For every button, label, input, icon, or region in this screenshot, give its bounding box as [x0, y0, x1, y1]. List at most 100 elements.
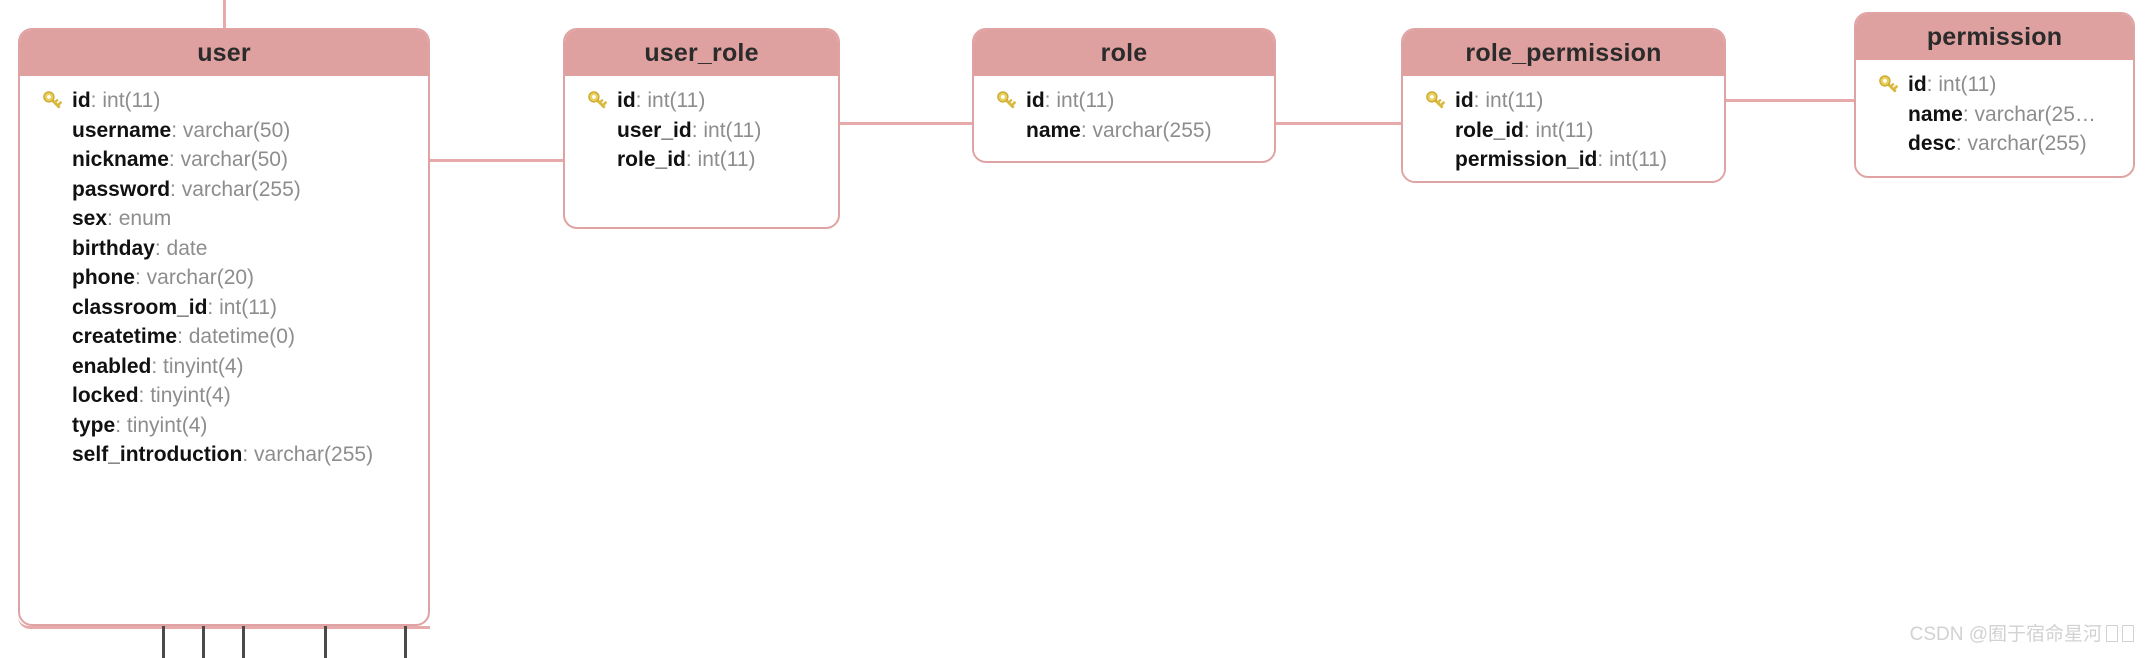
key-icon — [994, 88, 1020, 114]
field-type: int(11) — [703, 118, 762, 142]
field-name: user_id — [617, 118, 692, 142]
key-icon — [40, 88, 66, 114]
table-fields-permission: id: int(11) name: varchar(25… desc: varc… — [1856, 60, 2133, 171]
field-row[interactable]: birthday: date — [72, 236, 208, 260]
entity-table-user[interactable]: user id: int(11) — [18, 28, 430, 626]
field-row[interactable]: id: int(11) — [1856, 70, 2133, 100]
field-type: varchar(20) — [146, 266, 255, 289]
csdn-watermark: CSDN @囿于宿命星河 — [1910, 619, 2134, 646]
field-name: role_id — [617, 148, 686, 171]
field-name: createtime — [72, 325, 178, 348]
field-name: id — [1455, 89, 1474, 112]
missing-glyph-box-icon — [2106, 625, 2118, 642]
field-row[interactable]: type: tinyint(4) — [72, 413, 208, 437]
table-title-role-permission: role_permission — [1403, 30, 1724, 76]
field-row[interactable]: sex: enum — [72, 207, 172, 230]
field-row[interactable]: createtime: datetime(0) — [72, 325, 295, 348]
field-name: type — [72, 413, 116, 437]
field-row[interactable]: id: int(11) — [565, 86, 838, 116]
connector-drop-5 — [404, 626, 407, 658]
field-name: classroom_id — [72, 295, 208, 319]
connector-user-top — [223, 0, 226, 28]
field-name: name — [1026, 118, 1081, 142]
field-name: sex — [72, 207, 108, 230]
field-row[interactable]: phone: varchar(20) — [72, 266, 255, 289]
table-title-role: role — [974, 30, 1274, 76]
table-fields-role: id: int(11) name: varchar(255) — [974, 76, 1274, 157]
field-row[interactable]: id: int(11) — [974, 86, 1274, 116]
field-name: locked — [72, 384, 139, 407]
field-type: datetime(0) — [188, 325, 295, 348]
field-type: tinyint(4) — [126, 413, 208, 437]
field-row[interactable]: self_introduction: varchar(255) — [72, 443, 374, 466]
key-icon — [1423, 88, 1449, 114]
key-icon — [1876, 72, 1902, 98]
field-type: varchar(255) — [1967, 132, 2087, 155]
field-row[interactable]: enabled: tinyint(4) — [72, 354, 244, 378]
field-type: varchar(255) — [1092, 118, 1212, 142]
field-type: int(11) — [647, 89, 706, 112]
field-type: varchar(50) — [180, 148, 288, 171]
field-row[interactable]: name: varchar(25… — [1908, 102, 2096, 126]
field-name: nickname — [72, 148, 169, 171]
table-title-permission: permission — [1856, 14, 2133, 60]
field-row[interactable]: password: varchar(255) — [72, 177, 301, 201]
connector-role-to-role-permission — [1276, 122, 1401, 125]
connector-drop-2 — [202, 626, 205, 658]
field-row[interactable]: username: varchar(50) — [72, 118, 291, 142]
connector-user-to-user-role — [430, 159, 564, 162]
connector-drop-1 — [162, 626, 165, 658]
entity-table-user-role[interactable]: user_role id: int(11) — [563, 28, 840, 229]
field-row[interactable]: id: int(11) — [1403, 86, 1724, 116]
table-fields-user-role: id: int(11) user_id: int(11) role_id: in… — [565, 76, 838, 187]
field-row[interactable]: classroom_id: int(11) — [72, 295, 278, 319]
field-name: id — [1908, 73, 1927, 96]
field-type: int(11) — [102, 89, 161, 112]
entity-table-role-permission[interactable]: role_permission id: int(11) — [1401, 28, 1726, 183]
field-type: int(11) — [697, 148, 756, 171]
field-row[interactable]: role_id: int(11) — [1455, 118, 1594, 142]
field-name: username — [72, 118, 172, 142]
field-row[interactable]: locked: tinyint(4) — [72, 384, 231, 407]
watermark-text: CSDN @囿于宿命星河 — [1909, 624, 2102, 645]
field-type: int(11) — [1938, 73, 1997, 96]
field-name: id — [617, 89, 636, 112]
field-name: permission_id — [1455, 148, 1598, 171]
table-title-user: user — [20, 30, 428, 76]
field-name: password — [72, 177, 171, 201]
field-type: varchar(50) — [182, 118, 291, 142]
field-row[interactable]: nickname: varchar(50) — [72, 148, 288, 171]
field-type: int(11) — [1609, 148, 1668, 171]
field-type: varchar(25… — [1974, 102, 2096, 126]
field-name: desc — [1908, 132, 1956, 155]
field-row[interactable]: user_id: int(11) — [617, 118, 762, 142]
connector-user-bottom-corner — [18, 596, 430, 629]
table-fields-user: id: int(11) username: varchar(50) nickna… — [20, 76, 428, 482]
field-row[interactable]: id: int(11) — [20, 86, 428, 116]
connector-role-permission-to-permission — [1726, 99, 1854, 102]
field-type: int(11) — [219, 295, 278, 319]
field-type: tinyint(4) — [163, 354, 244, 378]
field-name: id — [1026, 89, 1045, 112]
field-name: phone — [72, 266, 135, 289]
field-name: enabled — [72, 354, 152, 378]
field-row[interactable]: name: varchar(255) — [1026, 118, 1212, 142]
connector-user-role-to-role — [840, 122, 973, 125]
field-name: id — [72, 89, 91, 112]
field-type: int(11) — [1485, 89, 1544, 112]
field-row[interactable]: desc: varchar(255) — [1908, 132, 2087, 155]
field-name: birthday — [72, 236, 155, 260]
field-name: role_id — [1455, 118, 1524, 142]
field-type: enum — [118, 207, 172, 230]
table-fields-role-permission: id: int(11) role_id: int(11) permission_… — [1403, 76, 1724, 181]
field-row[interactable]: permission_id: int(11) — [1455, 148, 1668, 171]
entity-table-permission[interactable]: permission id: int(11) — [1854, 12, 2135, 178]
field-type: varchar(255) — [181, 177, 301, 201]
field-type: int(11) — [1535, 118, 1594, 142]
missing-glyph-box-icon — [2122, 625, 2134, 642]
key-icon — [585, 88, 611, 114]
table-title-user-role: user_role — [565, 30, 838, 76]
field-row[interactable]: role_id: int(11) — [617, 148, 756, 171]
entity-table-role[interactable]: role id: int(11) — [972, 28, 1276, 163]
